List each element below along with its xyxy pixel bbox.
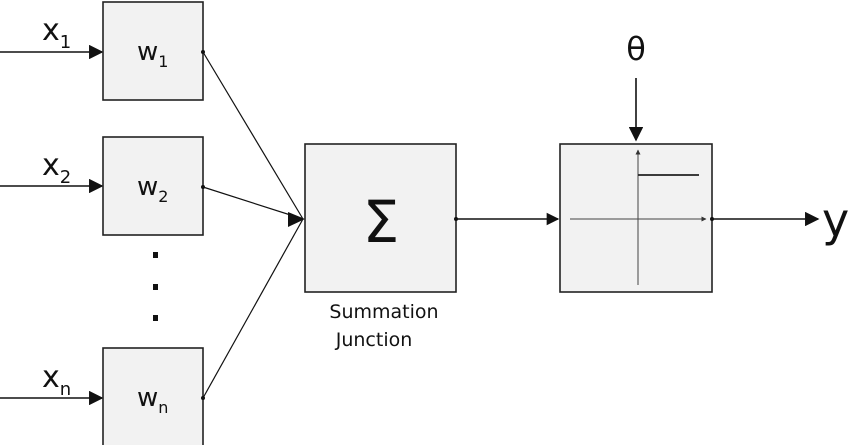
connection-line-n: [202, 218, 304, 399]
input-label-x1: x1: [42, 13, 71, 53]
input-row-1: x1 w1: [0, 1, 204, 101]
summation-box: [304, 143, 457, 293]
theta-symbol: θ: [626, 30, 646, 68]
activation-box: [559, 143, 713, 293]
output: y: [712, 193, 849, 247]
summation-junction: Σ Summation Junction: [304, 143, 458, 351]
input-label-x2: x2: [42, 148, 71, 188]
threshold: θ: [626, 30, 646, 142]
connection-line-2: [202, 186, 304, 220]
weight-box-2: [102, 136, 204, 236]
summation-input-arrowhead: [288, 212, 305, 227]
weight-label-wn: wn: [137, 383, 168, 417]
activation-function: [559, 143, 714, 293]
weighted-connections: [202, 51, 305, 399]
input-label-xn: xn: [42, 360, 71, 400]
ellipsis-dots: [153, 252, 158, 321]
weight-box-n: [102, 347, 204, 445]
output-label-y: y: [822, 193, 849, 247]
weight-label-w2: w2: [137, 172, 168, 206]
input-row-n: xn wn: [0, 347, 204, 445]
summation-caption-line1: Summation: [329, 301, 438, 323]
summation-caption-line2: Junction: [335, 329, 413, 351]
connection-line-1: [202, 51, 304, 220]
input-row-2: x2 w2: [0, 136, 204, 236]
sigma-symbol: Σ: [363, 188, 400, 256]
weight-label-w1: w1: [137, 37, 168, 71]
